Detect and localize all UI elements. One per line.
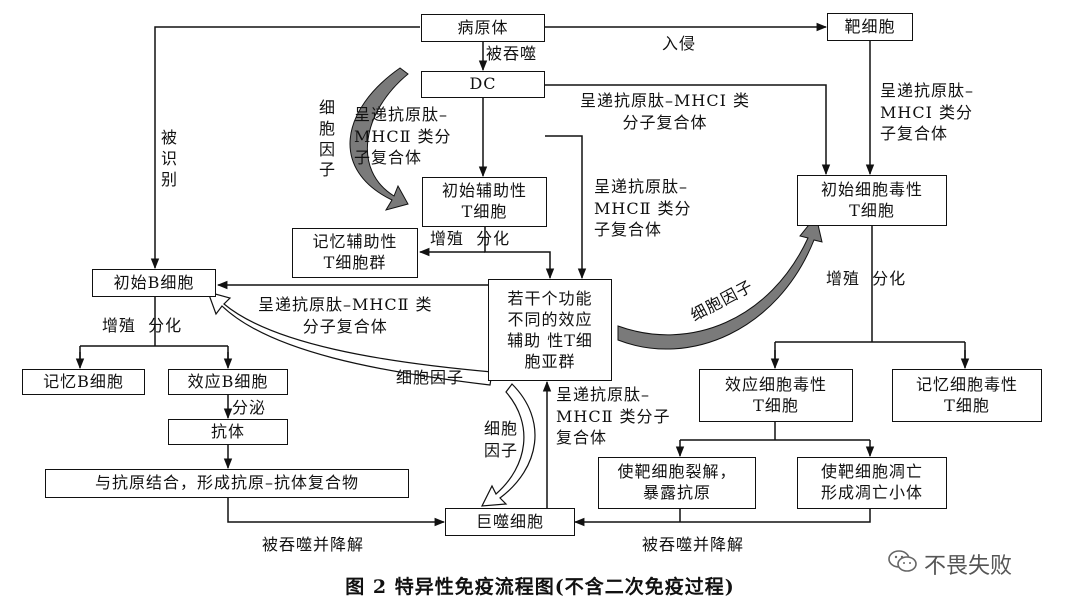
arrow-pathogen-b — [150, 26, 420, 270]
node-effector-b: 效应B细胞 — [168, 369, 288, 395]
label-mhc1-target: 呈递抗原肽– MHCⅠ 类分 子复合体 — [880, 81, 975, 144]
watermark: 不畏失败 — [888, 548, 1012, 580]
node-macrophage: 巨噬细胞 — [445, 508, 575, 536]
label-mhc2-b: 呈递抗原肽–MHCⅡ 类 分子复合体 — [258, 295, 433, 336]
node-memory-th: 记忆辅助性 T细胞群 — [292, 228, 418, 278]
cytokine-curves — [207, 67, 823, 507]
cytokine-curve-effth-mac — [480, 383, 536, 507]
node-naive-b: 初始B细胞 — [92, 269, 216, 297]
arrow-complex-mac — [227, 498, 446, 527]
node-effector-ctl: 效应细胞毒性 T细胞 — [699, 369, 853, 422]
effector-th-line-3: 辅助 性T细 — [507, 331, 593, 350]
effector-th-line-4: 胞亚群 — [524, 352, 576, 372]
effector-th-line-2: 不同的效应 — [507, 309, 593, 329]
arrow-effctl-split — [680, 422, 870, 441]
label-cytokine-mac: 细胞 因子 — [484, 419, 519, 460]
label-mhc2-dc-th: 呈递抗原肽– MHCⅡ 类分 子复合体 — [354, 105, 452, 168]
label-recognized: 被识别 — [160, 128, 177, 189]
wechat-icon — [888, 549, 918, 579]
label-secrete: 分泌 — [232, 398, 267, 417]
cytokine-curve-effth-ctl — [617, 214, 823, 350]
node-complex: 与抗原结合，形成抗原–抗体复合物 — [45, 469, 409, 498]
node-target-cell: 靶细胞 — [827, 13, 913, 41]
label-cytokine-dc: 细胞因子 — [318, 98, 335, 180]
node-naive-th: 初始辅助性 T细胞 — [422, 177, 547, 227]
figure-caption: 图 2 特异性免疫流程图(不含二次免疫过程) — [345, 576, 735, 598]
label-engulf-degrade-right: 被吞噬并降解 — [642, 535, 745, 554]
cytokine-curve-dc-th — [349, 67, 409, 211]
label-prolif-b: 增殖 分化 — [102, 316, 183, 335]
label-engulfed: 被吞噬 — [486, 44, 538, 63]
node-lyse: 使靶细胞裂解， 暴露抗原 — [598, 457, 756, 509]
node-pathogen: 病原体 — [421, 14, 545, 42]
label-invade: 入侵 — [662, 34, 697, 53]
watermark-text: 不畏失败 — [924, 554, 1013, 579]
label-mhc2-mid: 呈递抗原肽– MHCⅡ 类分 子复合体 — [594, 177, 692, 240]
node-effector-th: 若干个功能 不同的效应 辅助 性T细 胞亚群 — [488, 279, 612, 381]
effector-th-line-1: 若干个功能 — [507, 288, 593, 308]
node-memory-b: 记忆B细胞 — [22, 369, 145, 395]
label-cytokine-b: 细胞因子 — [396, 368, 465, 387]
node-antibody: 抗体 — [168, 419, 288, 445]
node-memory-ctl: 记忆细胞毒性 T细胞 — [892, 369, 1042, 422]
label-engulf-degrade-left: 被吞噬并降解 — [262, 535, 365, 554]
label-prolif-ctl: 增殖 分化 — [826, 269, 907, 288]
label-mhc1-dc: 呈递抗原肽–MHCⅠ 类 分子复合体 — [580, 91, 750, 132]
arrow-dc-ctl — [545, 84, 831, 176]
node-apoptosis: 使靶细胞凋亡 形成凋亡小体 — [797, 457, 947, 509]
node-dc: DC — [421, 71, 545, 98]
arrow-lyse-mac — [575, 508, 871, 522]
label-prolif-th: 增殖 分化 — [430, 229, 511, 248]
arrow-dc-effth — [545, 135, 587, 280]
arrow-ctl-split — [774, 226, 966, 366]
node-naive-ctl: 初始细胞毒性 T细胞 — [797, 175, 947, 226]
label-mhc2-mac: 呈递抗原肽– MHCⅡ 类分子 复合体 — [556, 385, 671, 448]
arrow-b-split — [79, 297, 229, 366]
arrow-th-effth — [484, 226, 555, 280]
